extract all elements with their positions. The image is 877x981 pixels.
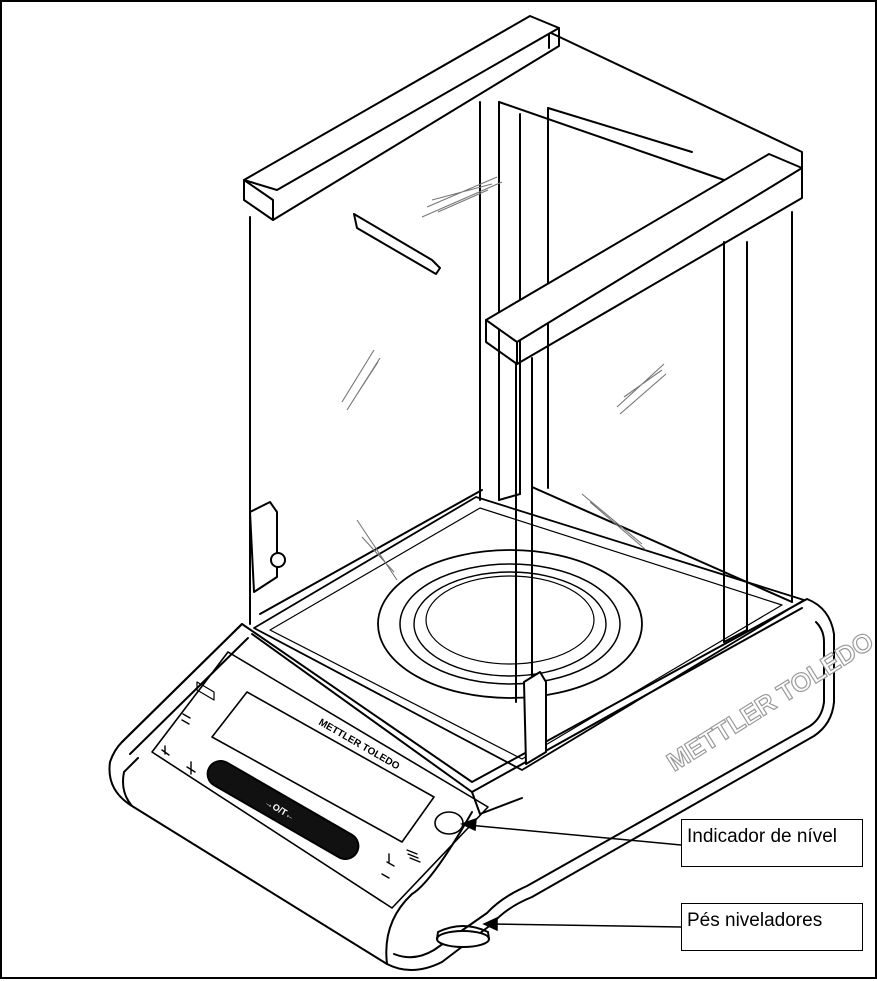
draft-shield-floor	[253, 496, 805, 771]
glass-reflections	[341, 176, 667, 581]
leveling-foot	[436, 925, 490, 948]
draft-shield-frame	[243, 15, 803, 711]
leveling-feet-callout: Pés niveladores	[681, 903, 863, 951]
door-handles	[249, 213, 547, 765]
level-indicator	[434, 811, 464, 835]
callout-leaders	[460, 817, 682, 932]
level-indicator-callout: Indicador de nível	[681, 819, 863, 867]
